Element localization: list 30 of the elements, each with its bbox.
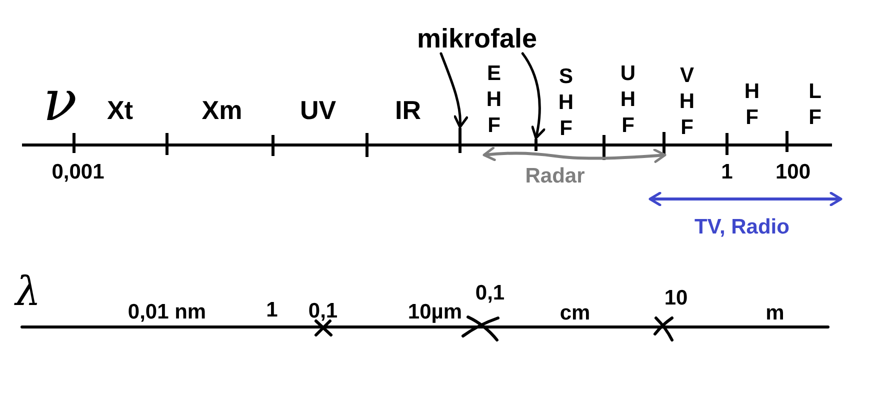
wavelength-symbol: λ: [15, 272, 41, 312]
leader-arrow: [440, 52, 468, 128]
band-label: Xt: [107, 97, 133, 123]
range-label: Radar: [525, 166, 585, 186]
tick-label: 10: [664, 288, 688, 308]
tick-label: 0,1: [308, 300, 338, 322]
band-label: L F: [808, 79, 822, 131]
band-label: S H F: [557, 64, 575, 142]
band-label: H F: [743, 79, 761, 131]
range-label: TV, Radio: [694, 216, 790, 238]
tick-label: 100: [775, 162, 811, 182]
callout-label: mikrofale: [416, 26, 538, 52]
tick-label: 0,1: [475, 282, 505, 304]
tick-label: 0,01 nm: [128, 302, 206, 322]
tick-label: 0,001: [52, 162, 104, 182]
band-label: IR: [395, 97, 421, 123]
unit-label: cm: [560, 302, 590, 324]
band-label: Xm: [202, 97, 242, 123]
band-label: UV: [300, 97, 336, 123]
band-label: V H F: [678, 63, 696, 141]
tick-label: 1: [266, 300, 278, 320]
tick-label: 1: [721, 162, 733, 182]
frequency-symbol: ν: [42, 74, 78, 130]
tick-mark: [534, 139, 538, 151]
unit-label: m: [766, 302, 784, 324]
leader-arrow: [521, 52, 546, 140]
band-label: U H F: [619, 61, 637, 139]
tick-mark: [458, 128, 462, 153]
band-label: E H F: [485, 61, 503, 139]
tick-label: 10µm: [408, 302, 462, 322]
